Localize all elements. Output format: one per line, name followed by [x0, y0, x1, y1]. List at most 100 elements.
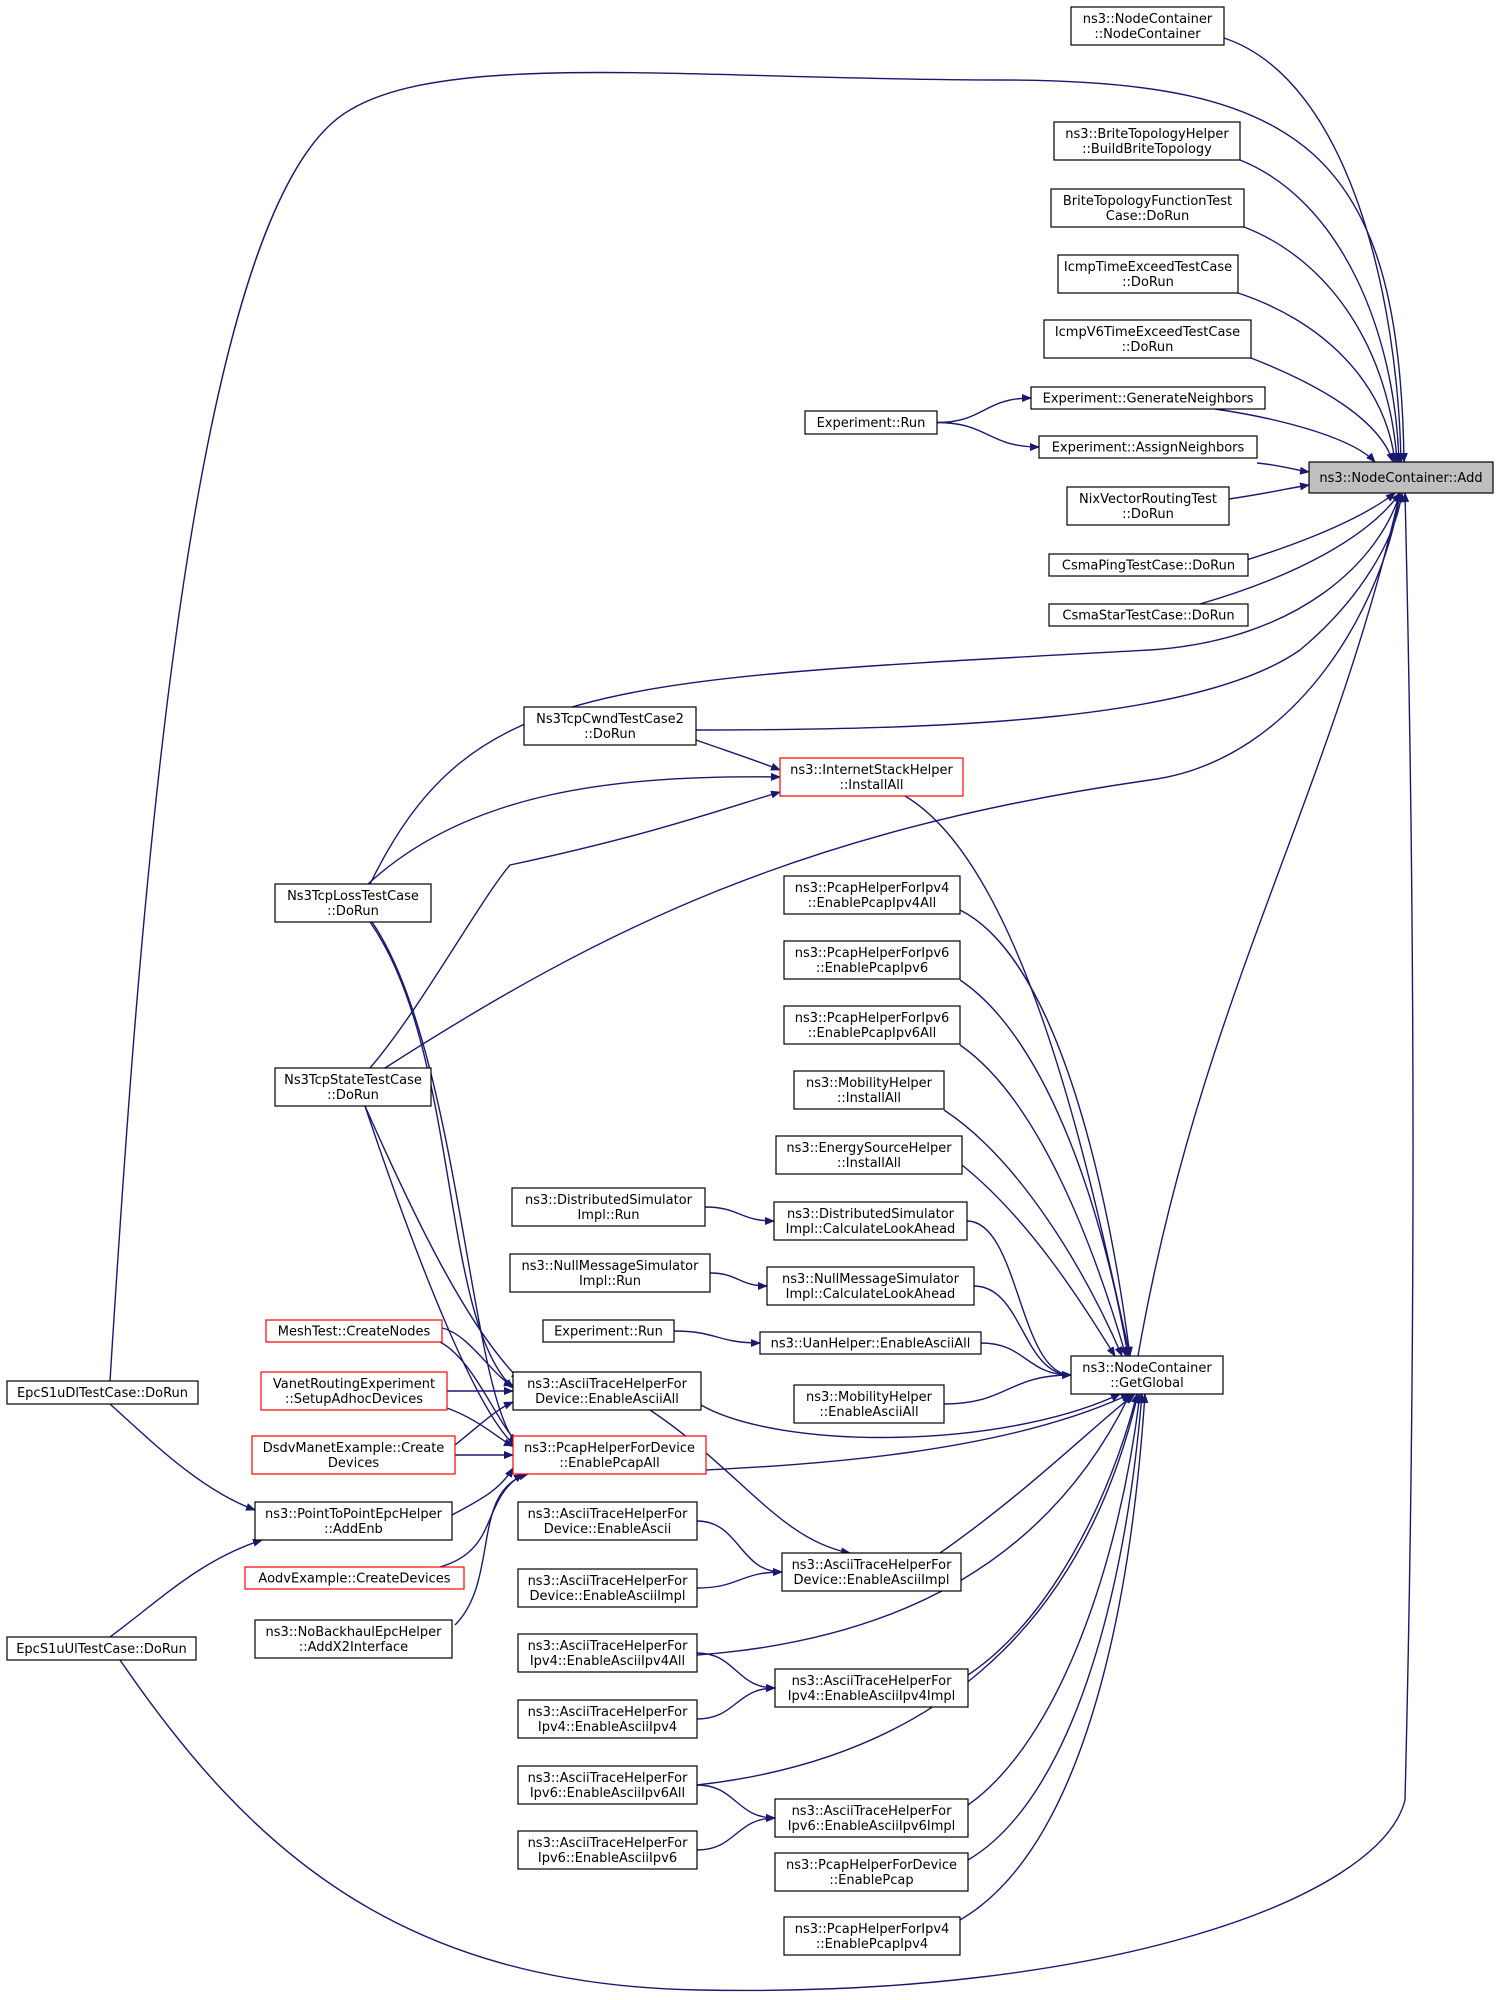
node-ascii_ipv6_all[interactable]: ns3::AsciiTraceHelperForIpv6::EnableAsci… [517, 1765, 698, 1805]
edge-epc_dl-to-p2p_addenb [109, 1403, 256, 1511]
edge-tcp_state-to-inet_install [369, 790, 781, 1069]
node-label: ::GetGlobal [1110, 1376, 1183, 1391]
node-box [774, 1668, 969, 1708]
node-energy_install[interactable]: ns3::EnergySourceHelper::InstallAll [775, 1135, 963, 1175]
edge-ascii_dev_impl-to-ascii_dev_impl_caller [696, 1568, 783, 1589]
edge-tcp_loss-to-ascii_dev_all [369, 921, 514, 1389]
node-exp_run2[interactable]: Experiment::Run [542, 1319, 675, 1343]
node-ascii_ipv6_impl[interactable]: ns3::AsciiTraceHelperForIpv6::EnableAsci… [774, 1798, 969, 1838]
node-exp_assign[interactable]: Experiment::AssignNeighbors [1038, 435, 1258, 459]
node-icmpv6_time[interactable]: IcmpV6TimeExceedTestCase::DoRun [1043, 319, 1252, 359]
edge-brite_test-to-target [1243, 226, 1401, 463]
node-tcp_loss[interactable]: Ns3TcpLossTestCase::DoRun [274, 883, 432, 923]
node-nobackhaul[interactable]: ns3::NoBackhaulEpcHelper::AddX2Interface [254, 1619, 453, 1659]
node-label: ::EnableAsciiAll [819, 1405, 918, 1420]
node-label: EpcS1uUlTestCase::DoRun [16, 1642, 187, 1657]
node-box [6, 1636, 197, 1661]
node-ascii_ipv6[interactable]: ns3::AsciiTraceHelperForIpv6::EnableAsci… [517, 1830, 698, 1870]
node-box [244, 1566, 465, 1590]
node-tcp_state[interactable]: Ns3TcpStateTestCase::DoRun [274, 1067, 432, 1107]
node-null_calc[interactable]: ns3::NullMessageSimulatorImpl::Calculate… [766, 1266, 975, 1306]
node-mob_install[interactable]: ns3::MobilityHelper::InstallAll [793, 1070, 945, 1110]
node-epc_dl[interactable]: EpcS1uDlTestCase::DoRun [6, 1380, 199, 1405]
node-box [1048, 603, 1249, 627]
node-aodv[interactable]: AodvExample::CreateDevices [244, 1566, 465, 1590]
node-label: MeshTest::CreateNodes [278, 1325, 431, 1340]
node-label: ns3::PcapHelperForIpv4 [795, 1922, 950, 1937]
edge-dist_run-to-dist_calc [704, 1206, 775, 1225]
node-box [274, 883, 432, 923]
node-pcap_ipv6_all[interactable]: ns3::PcapHelperForIpv6::EnablePcapIpv6Al… [783, 1005, 961, 1045]
node-ascii_ipv4[interactable]: ns3::AsciiTraceHelperForIpv4::EnableAsci… [517, 1699, 698, 1739]
node-label: ns3::NoBackhaulEpcHelper [266, 1625, 443, 1640]
node-dsdv[interactable]: DsdvManetExample::CreateDevices [251, 1435, 456, 1475]
node-label: ns3::PointToPointEpcHelper [265, 1507, 443, 1522]
edge-ascii_ipv6_all-to-ascii_ipv6_impl [696, 1784, 776, 1822]
node-exp_run1[interactable]: Experiment::Run [804, 410, 938, 435]
edge-nix-to-target [1228, 482, 1310, 500]
node-ascii_ipv4_impl[interactable]: ns3::AsciiTraceHelperForIpv4::EnableAsci… [774, 1668, 969, 1708]
edge-dist_calc-to-getglobal [966, 1220, 1072, 1379]
node-label: Impl::Run [579, 1274, 641, 1289]
node-p2p_addenb[interactable]: ns3::PointToPointEpcHelper::AddEnb [254, 1501, 453, 1541]
edge-tcp_state-to-pcap_dev_all [364, 1105, 519, 1449]
node-ascii_dev[interactable]: ns3::AsciiTraceHelperForDevice::EnableAs… [517, 1501, 698, 1541]
node-label: ::InstallAll [839, 778, 903, 793]
node-label: ns3::AsciiTraceHelperFor [792, 1674, 953, 1689]
node-ascii_dev_impl[interactable]: ns3::AsciiTraceHelperForDevice::EnableAs… [517, 1568, 698, 1608]
edge-icmp_time-to-target [1237, 292, 1398, 463]
node-csma_ping[interactable]: CsmaPingTestCase::DoRun [1048, 553, 1249, 577]
node-label: ns3::AsciiTraceHelperFor [527, 1377, 688, 1392]
node-ascii_dev_all[interactable]: ns3::AsciiTraceHelperForDevice::EnableAs… [512, 1371, 702, 1411]
node-nc_ctor[interactable]: ns3::NodeContainer::NodeContainer [1070, 6, 1225, 46]
node-dist_calc[interactable]: ns3::DistributedSimulatorImpl::Calculate… [773, 1201, 968, 1241]
node-pcap_ipv4_all[interactable]: ns3::PcapHelperForIpv4::EnablePcapIpv4Al… [783, 875, 961, 915]
edge-icmpv6_time-to-target [1250, 357, 1395, 463]
node-uan_ascii[interactable]: ns3::UanHelper::EnableAsciiAll [759, 1331, 982, 1355]
node-inet_install[interactable]: ns3::InternetStackHelper::InstallAll [779, 757, 964, 797]
node-mesh[interactable]: MeshTest::CreateNodes [265, 1319, 443, 1343]
node-exp_gen[interactable]: Experiment::GenerateNeighbors [1030, 386, 1266, 410]
node-icmp_time[interactable]: IcmpTimeExceedTestCase::DoRun [1057, 254, 1239, 294]
node-label: Experiment::Run [817, 416, 926, 431]
node-label: NixVectorRoutingTest [1079, 492, 1217, 507]
node-label: ::AddEnb [324, 1522, 383, 1537]
node-label: CsmaStarTestCase::DoRun [1062, 609, 1234, 624]
node-box [265, 1319, 443, 1343]
edge-exp_gen-to-target [1214, 408, 1376, 463]
node-pcap_ipv4[interactable]: ns3::PcapHelperForIpv4::EnablePcapIpv4 [783, 1916, 961, 1956]
node-box [254, 1619, 453, 1659]
node-nix[interactable]: NixVectorRoutingTest::DoRun [1066, 486, 1230, 526]
node-box [766, 1266, 975, 1306]
edge-ascii_dev_all-to-getglobal [700, 1393, 1121, 1439]
node-label: ns3::DistributedSimulator [787, 1207, 955, 1222]
node-csma_star[interactable]: CsmaStarTestCase::DoRun [1048, 603, 1249, 627]
node-pcap_dev[interactable]: ns3::PcapHelperForDevice::EnablePcap [774, 1852, 969, 1892]
node-box [260, 1371, 448, 1411]
node-label: Experiment::Run [554, 1325, 663, 1340]
edge-pcap_dev-to-getglobal [967, 1393, 1146, 1861]
node-mob_ascii[interactable]: ns3::MobilityHelper::EnableAsciiAll [793, 1384, 945, 1424]
node-pcap_ipv6[interactable]: ns3::PcapHelperForIpv6::EnablePcapIpv6 [783, 940, 961, 980]
node-getglobal[interactable]: ns3::NodeContainer::GetGlobal [1070, 1355, 1224, 1395]
node-pcap_dev_all[interactable]: ns3::PcapHelperForDevice::EnablePcapAll [512, 1435, 707, 1475]
node-label: ns3::NodeContainer [1082, 1361, 1212, 1376]
edge-ascii_ipv4_all-to-getglobal [696, 1393, 1131, 1656]
node-label: ns3::MobilityHelper [806, 1390, 933, 1405]
node-label: ::DoRun [327, 904, 379, 919]
node-brite_build[interactable]: ns3::BriteTopologyHelper::BuildBriteTopo… [1053, 121, 1241, 161]
edge-uan_ascii-to-getglobal [980, 1342, 1072, 1379]
node-tcp_cwnd[interactable]: Ns3TcpCwndTestCase2::DoRun [523, 706, 697, 746]
node-vanet[interactable]: VanetRoutingExperiment::SetupAdhocDevice… [260, 1371, 448, 1411]
node-ascii_ipv4_all[interactable]: ns3::AsciiTraceHelperForIpv4::EnableAsci… [517, 1633, 698, 1673]
node-label: ::DoRun [584, 727, 636, 742]
node-epc_ul[interactable]: EpcS1uUlTestCase::DoRun [6, 1636, 197, 1661]
node-label: ::AddX2Interface [299, 1640, 408, 1655]
node-ascii_dev_impl_caller[interactable]: ns3::AsciiTraceHelperForDevice::EnableAs… [781, 1552, 962, 1592]
edge-null_calc-to-getglobal [973, 1285, 1072, 1379]
node-target[interactable]: ns3::NodeContainer::Add [1308, 461, 1494, 494]
